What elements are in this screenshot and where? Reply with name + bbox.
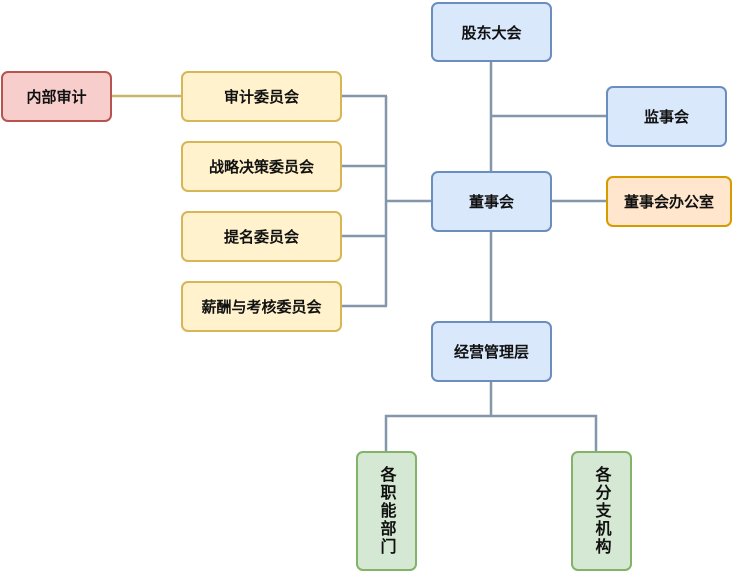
node-shareholders-label: 股东大会: [461, 23, 522, 42]
node-audit-committee: 审计委员会: [181, 71, 342, 122]
node-management-label: 经营管理层: [453, 343, 529, 361]
node-internal-audit: 内部审计: [1, 71, 112, 122]
node-functional-departments-label: 各职能部门: [377, 466, 397, 556]
node-strategy-committee-label: 战略决策委员会: [208, 158, 314, 176]
node-branches-label: 各分支机构: [592, 466, 612, 556]
node-board-office: 董事会办公室: [606, 176, 732, 227]
node-board-office-label: 董事会办公室: [623, 193, 714, 211]
node-board-of-directors: 董事会: [431, 171, 552, 232]
node-shareholders-meeting: 股东大会: [431, 2, 552, 62]
node-compensation-committee-label: 薪酬与考核委员会: [201, 298, 322, 316]
node-strategy-committee: 战略决策委员会: [181, 141, 342, 192]
node-management: 经营管理层: [431, 321, 552, 382]
node-nomination-committee-label: 提名委员会: [223, 228, 299, 246]
node-internal-audit-label: 内部审计: [26, 88, 87, 106]
node-branches: 各分支机构: [571, 451, 632, 571]
node-supervisory-board: 监事会: [606, 86, 727, 147]
node-nomination-committee: 提名委员会: [181, 211, 342, 262]
node-supervisory-label: 监事会: [643, 108, 689, 126]
node-compensation-committee: 薪酬与考核委员会: [181, 281, 342, 332]
node-board-label: 董事会: [468, 193, 514, 211]
node-functional-departments: 各职能部门: [356, 451, 417, 571]
node-audit-committee-label: 审计委员会: [223, 88, 299, 106]
